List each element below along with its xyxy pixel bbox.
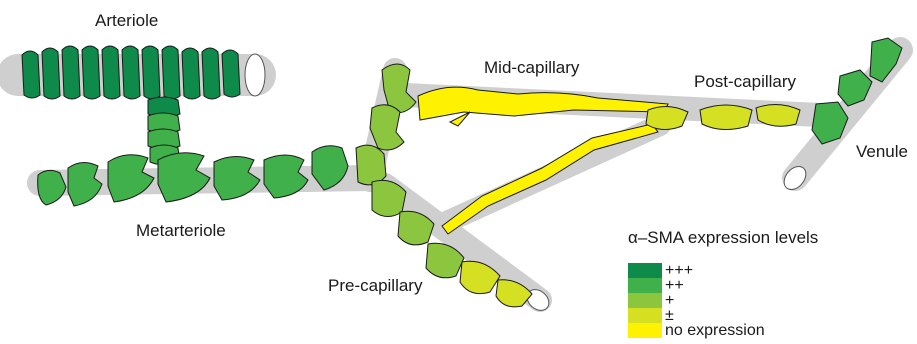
legend-swatch-marginal [628,308,662,323]
venule-cells [812,38,902,144]
arteriole-smooth-muscle-cells [22,46,240,99]
legend-item: +++ [628,263,693,278]
label-arteriole: Arteriole [95,11,158,31]
legend-label-marginal: ± [665,308,674,323]
arteriole-opening [245,54,265,96]
label-mid-capillary: Mid-capillary [484,58,579,78]
legend-swatch-weak [628,293,662,308]
legend-label-weak: + [665,293,674,308]
label-pre-capillary: Pre-capillary [328,276,422,296]
legend-item: ++ [628,278,684,293]
legend-item: + [628,293,674,308]
legend-swatch-strong [628,263,662,278]
legend-swatch-moderate [628,278,662,293]
legend-swatch-none [628,323,662,338]
legend-label-none: no expression [665,323,765,338]
legend-item: ± [628,308,674,323]
label-venule: Venule [856,142,908,162]
legend-item: no expression [628,323,765,338]
legend-label-moderate: ++ [665,278,684,293]
metarteriole-smooth-muscle-cells [38,146,348,206]
post-capillary-cells [646,104,800,129]
legend-label-strong: +++ [665,263,693,278]
label-metarteriole: Metarteriole [136,221,226,241]
legend-title: α–SMA expression levels [628,228,818,248]
label-post-capillary: Post-capillary [694,72,796,92]
